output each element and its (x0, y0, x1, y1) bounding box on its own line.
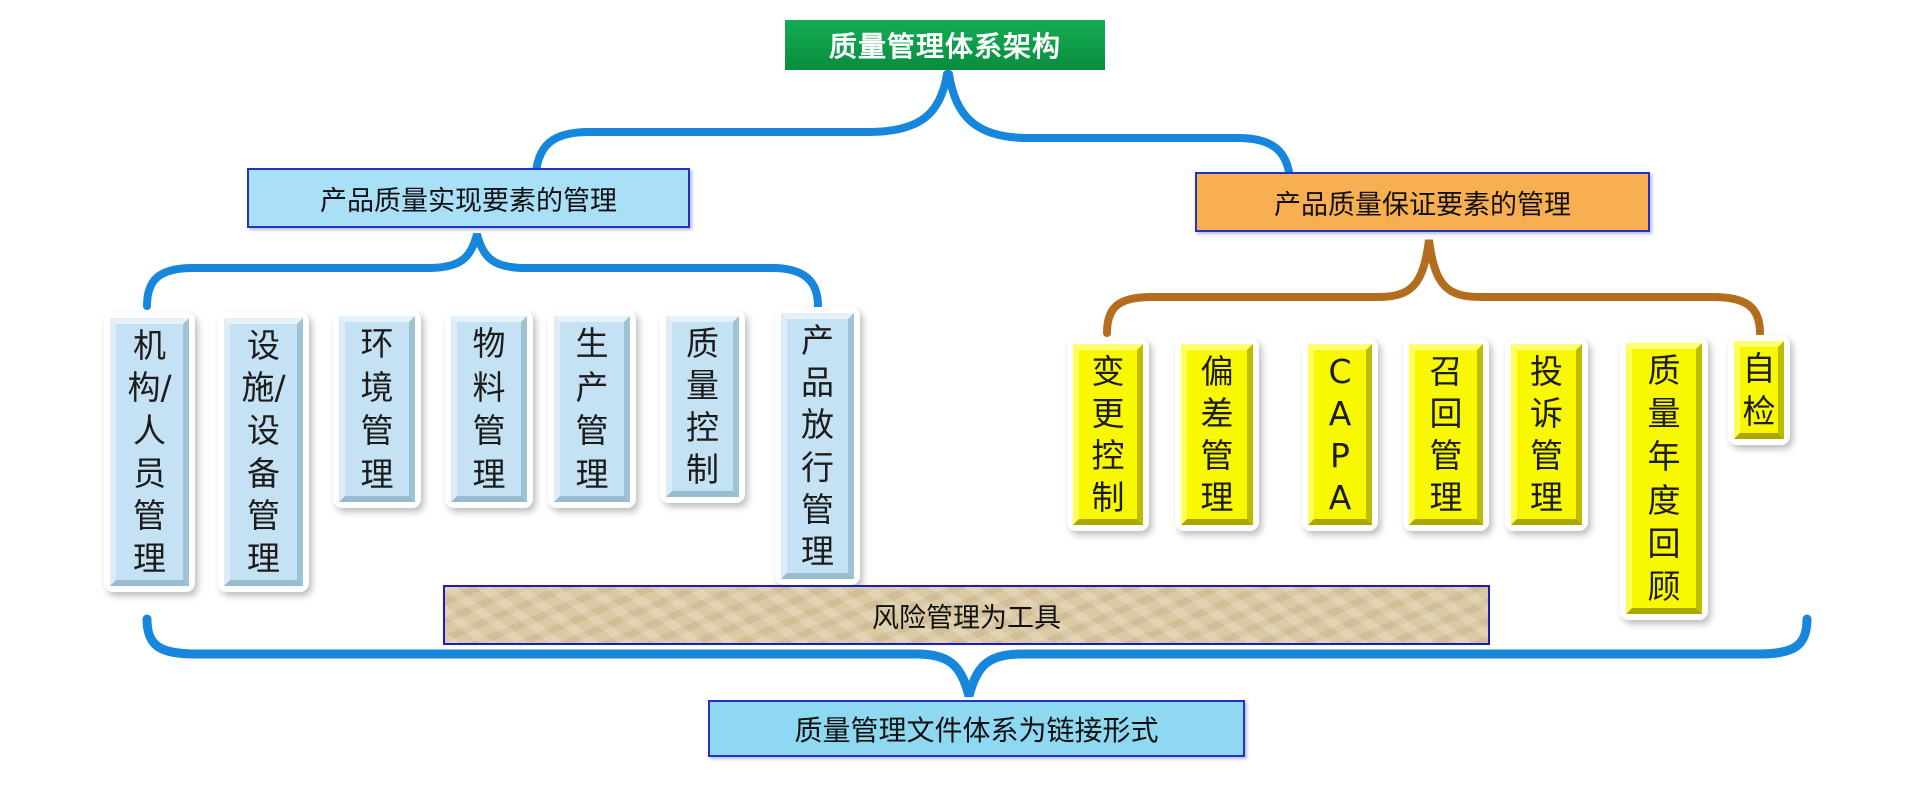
text-line: 管 (575, 411, 609, 451)
text-line: 变 (1091, 351, 1125, 391)
title-box: 质量管理体系架构 (785, 20, 1105, 70)
text-line: 回 (1429, 393, 1463, 433)
text-line: 制 (1091, 478, 1125, 518)
text-line: 管 (133, 496, 166, 536)
text-line: A (1328, 393, 1352, 433)
document-system-box: 质量管理文件体系为链接形式 (708, 700, 1245, 757)
right-branch-header-label: 产品质量保证要素的管理 (1274, 189, 1571, 221)
text-line: 质 (686, 323, 719, 363)
text-line: 管 (360, 411, 394, 451)
text-line: 管 (1530, 436, 1563, 476)
text-line: 自 (1742, 349, 1776, 388)
right-item-annual-review: 质 量 年 度 回 顾 (1620, 337, 1708, 620)
text-line: 品 (801, 362, 834, 402)
text-line: P (1330, 436, 1350, 476)
left-group-brace (143, 232, 822, 310)
left-branch-header: 产品质量实现要素的管理 (247, 168, 690, 228)
text-line: 环 (360, 324, 394, 364)
left-item-quality-control: 质 量 控 制 (660, 310, 745, 503)
text-line: 构/ (127, 368, 172, 408)
text-line: 召 (1429, 351, 1463, 391)
text-line: 年 (1647, 437, 1681, 477)
text-line: 回 (1647, 523, 1681, 563)
text-line: 机 (133, 325, 166, 365)
text-line: 物 (472, 324, 506, 364)
right-item-complaint: 投 诉 管 理 (1505, 338, 1588, 531)
text-line: C (1328, 351, 1352, 391)
risk-management-bar: 风险管理为工具 (443, 585, 1490, 645)
text-line: 控 (1091, 436, 1125, 476)
text-line: 设 (247, 411, 280, 451)
text-line: 量 (1647, 394, 1681, 434)
text-line: 备 (247, 453, 280, 493)
text-line: A (1328, 478, 1352, 518)
text-line: 检 (1742, 392, 1776, 431)
text-line: 放 (801, 405, 834, 445)
text-line: 诉 (1530, 393, 1563, 433)
text-line: 管 (1429, 436, 1463, 476)
left-branch-header-label: 产品质量实现要素的管理 (320, 185, 617, 217)
text-line: 质 (1647, 351, 1681, 391)
left-item-product-release: 产 品 放 行 管 理 (775, 307, 860, 585)
right-branch-header: 产品质量保证要素的管理 (1195, 172, 1650, 232)
text-line: 理 (360, 454, 394, 494)
text-line: 员 (133, 453, 166, 493)
left-item-facility-equipment: 设 施/ 设 备 管 理 (218, 312, 309, 592)
text-line: 生 (575, 324, 609, 364)
left-item-production: 生 产 管 理 (548, 310, 636, 508)
text-line: 理 (1200, 478, 1234, 518)
left-item-material: 物 料 管 理 (445, 310, 533, 508)
text-line: 管 (472, 411, 506, 451)
text-line: 投 (1530, 351, 1563, 391)
text-line: 更 (1091, 393, 1125, 433)
left-item-environment: 环 境 管 理 (333, 310, 421, 508)
text-line: 境 (360, 367, 394, 407)
right-item-change-control: 变 更 控 制 (1067, 338, 1149, 531)
document-system-label: 质量管理文件体系为链接形式 (794, 713, 1159, 747)
title-label: 质量管理体系架构 (828, 30, 1061, 63)
text-line: 制 (686, 450, 719, 490)
text-line: 理 (575, 454, 609, 494)
text-line: 理 (1530, 478, 1563, 518)
text-line: 料 (472, 367, 506, 407)
text-line: 管 (801, 489, 834, 529)
text-line: 理 (247, 539, 280, 579)
text-line: 偏 (1200, 351, 1234, 391)
right-item-deviation: 偏 差 管 理 (1175, 338, 1259, 531)
text-line: 度 (1647, 480, 1681, 520)
text-line: 理 (1429, 478, 1463, 518)
text-line: 管 (1200, 436, 1234, 476)
text-line: 人 (133, 411, 166, 451)
right-item-capa: C A P A (1302, 338, 1378, 531)
text-line: 理 (133, 539, 166, 579)
text-line: 产 (575, 367, 609, 407)
text-line: 差 (1200, 393, 1234, 433)
left-item-org-personnel: 机 构/ 人 员 管 理 (104, 312, 195, 592)
right-item-recall: 召 回 管 理 (1403, 338, 1489, 531)
text-line: 量 (686, 365, 719, 405)
risk-management-label: 风险管理为工具 (872, 602, 1061, 634)
text-line: 行 (801, 447, 834, 487)
text-line: 施/ (241, 368, 286, 408)
text-line: 控 (686, 408, 719, 448)
text-line: 管 (247, 496, 280, 536)
text-line: 理 (472, 454, 506, 494)
right-group-brace (1103, 239, 1764, 337)
text-line: 设 (247, 325, 280, 365)
text-line: 理 (801, 532, 834, 572)
right-item-self-inspection: 自 检 (1728, 335, 1790, 445)
text-line: 产 (801, 320, 834, 360)
text-line: 顾 (1647, 566, 1681, 606)
